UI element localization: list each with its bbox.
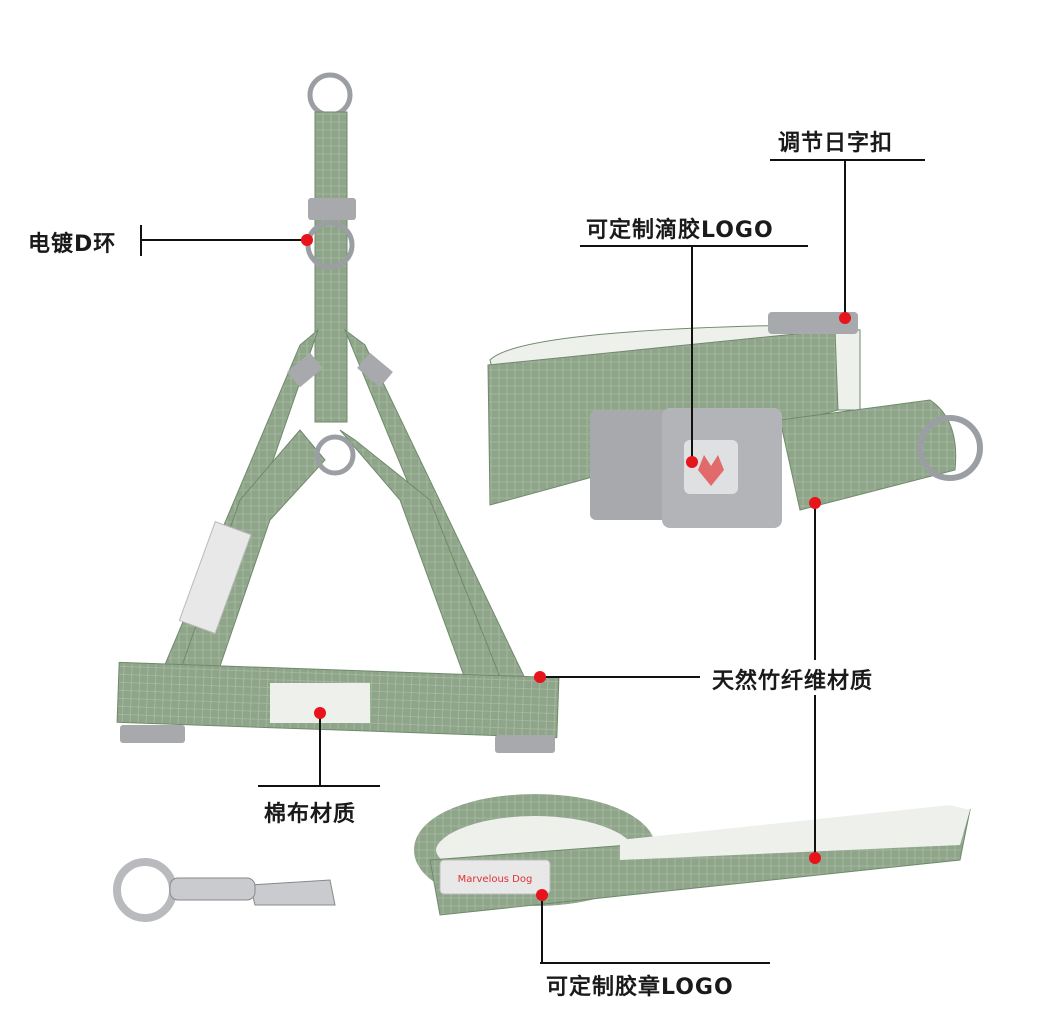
label-badge-logo: 可定制胶章LOGO bbox=[546, 975, 734, 1000]
label-cotton: 棉布材质 bbox=[264, 802, 357, 827]
marker-bamboo-collar bbox=[809, 497, 821, 509]
harness-badge bbox=[178, 521, 252, 635]
label-d-ring: 电镀D环 bbox=[28, 232, 117, 257]
marker-bamboo-leash bbox=[809, 852, 821, 864]
top-d-ring bbox=[307, 72, 353, 118]
marker-d-ring bbox=[301, 234, 313, 246]
label-epoxy-logo: 可定制滴胶LOGO bbox=[586, 218, 774, 243]
leash: Marvelous Dog bbox=[113, 794, 971, 922]
snap-hook bbox=[113, 858, 177, 922]
marker-epoxy-logo bbox=[686, 456, 698, 468]
collar bbox=[487, 312, 983, 528]
collar-logo bbox=[698, 455, 724, 486]
leash-badge bbox=[439, 859, 551, 895]
marker-adjust-buckle bbox=[839, 312, 851, 324]
marker-badge-logo bbox=[536, 889, 548, 901]
label-adjust-buckle: 调节日字扣 bbox=[778, 131, 894, 156]
marker-cotton bbox=[314, 707, 326, 719]
label-bamboo-fiber: 天然竹纤维材质 bbox=[712, 669, 874, 694]
annotation-lines bbox=[140, 159, 925, 964]
marker-bamboo-harness bbox=[534, 671, 546, 683]
adjust-buckle bbox=[768, 312, 858, 334]
side-release-buckle bbox=[590, 410, 670, 520]
harness bbox=[116, 72, 560, 753]
annotation-markers bbox=[301, 234, 851, 901]
brand-text: Marvelous Dog bbox=[458, 874, 533, 885]
